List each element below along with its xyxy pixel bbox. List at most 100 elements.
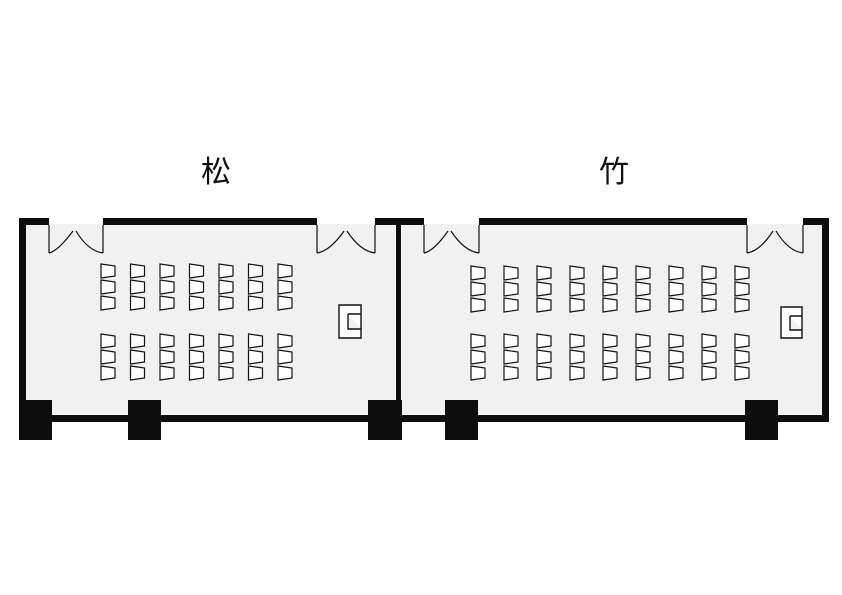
chair-icon — [129, 295, 146, 311]
column — [745, 400, 778, 440]
chair-icon — [734, 281, 750, 297]
chair-icon — [569, 349, 585, 365]
chair-icon — [602, 265, 618, 281]
chair-icon — [569, 333, 585, 349]
chair-icon — [701, 333, 717, 349]
chair-icon — [247, 333, 264, 349]
chair-icon — [701, 349, 717, 365]
chair-icon — [668, 349, 684, 365]
chair-icon — [277, 279, 293, 295]
door-icon — [746, 225, 804, 254]
chair-icon — [503, 365, 519, 381]
chair-icon — [188, 263, 205, 279]
chair-icon — [470, 265, 486, 281]
chair-icon — [668, 265, 684, 281]
chair-icon — [734, 365, 750, 381]
chair-icon — [188, 349, 205, 365]
chair-icon — [188, 365, 205, 381]
chair-icon — [218, 333, 234, 349]
chair-icon — [569, 265, 585, 281]
chair-icon — [503, 281, 519, 297]
column — [368, 400, 402, 440]
chair-icon — [159, 295, 175, 311]
chair-icon — [569, 297, 585, 313]
chair-icon — [470, 281, 486, 297]
chair-icon — [503, 349, 519, 365]
chair-icon — [635, 349, 651, 365]
chair-icon — [602, 365, 618, 381]
chair-icon — [247, 349, 264, 365]
chair-icon — [247, 295, 264, 311]
column — [128, 400, 161, 440]
chair-icon — [536, 281, 552, 297]
chair-icon — [635, 297, 651, 313]
chair-icon — [734, 333, 750, 349]
chair-icon — [536, 297, 552, 313]
chair-icon — [536, 365, 552, 381]
chair-icon — [129, 333, 146, 349]
room-label-matsu: 松 — [201, 155, 231, 190]
chair-icon — [100, 295, 116, 311]
chair-icon — [277, 295, 293, 311]
chair-icon — [635, 365, 651, 381]
chair-icon — [635, 265, 651, 281]
chair-icon — [129, 365, 146, 381]
chair-icon — [701, 281, 717, 297]
structural-columns — [19, 400, 778, 440]
chair-icon — [701, 365, 717, 381]
chair-icon — [668, 281, 684, 297]
chair-icon — [470, 365, 486, 381]
walls — [19, 218, 829, 440]
chair-icon — [602, 349, 618, 365]
chair-icon — [635, 333, 651, 349]
seating-take — [470, 265, 750, 381]
chair-icon — [536, 349, 552, 365]
chair-icon — [218, 295, 234, 311]
chair-icon — [100, 279, 116, 295]
chair-icon — [470, 349, 486, 365]
chair-icon — [218, 263, 234, 279]
chair-icon — [188, 333, 205, 349]
lectern-icon-take — [780, 306, 803, 339]
chair-icon — [701, 265, 717, 281]
chair-icon — [129, 349, 146, 365]
chair-icon — [503, 265, 519, 281]
chair-icon — [188, 295, 205, 311]
chair-icon — [218, 279, 234, 295]
chair-icon — [100, 263, 116, 279]
chair-icon — [536, 265, 552, 281]
chair-icon — [100, 365, 116, 381]
chair-icon — [602, 297, 618, 313]
chair-icon — [602, 281, 618, 297]
chair-icon — [668, 365, 684, 381]
room-floor-matsu — [25, 224, 395, 414]
chair-icon — [503, 297, 519, 313]
column — [19, 400, 52, 440]
room-label-take: 竹 — [599, 155, 629, 190]
chair-icon — [129, 263, 146, 279]
chair-icon — [100, 333, 116, 349]
room-floor-take — [402, 224, 822, 414]
chair-icon — [734, 349, 750, 365]
chair-icon — [277, 349, 293, 365]
chair-icon — [159, 333, 175, 349]
chair-icon — [247, 263, 264, 279]
chair-icon — [277, 263, 293, 279]
door-icon — [48, 225, 104, 254]
chair-icon — [668, 297, 684, 313]
chair-icon — [188, 279, 205, 295]
chair-icon — [701, 297, 717, 313]
chair-icon — [159, 263, 175, 279]
doors — [48, 225, 804, 254]
chair-icon — [536, 333, 552, 349]
door-icon — [423, 225, 480, 254]
chair-icon — [503, 333, 519, 349]
chair-icon — [129, 279, 146, 295]
chair-icon — [569, 365, 585, 381]
chair-icon — [159, 349, 175, 365]
chair-icon — [470, 297, 486, 313]
chair-icon — [218, 349, 234, 365]
chair-icon — [159, 365, 175, 381]
door-icon — [316, 225, 376, 254]
